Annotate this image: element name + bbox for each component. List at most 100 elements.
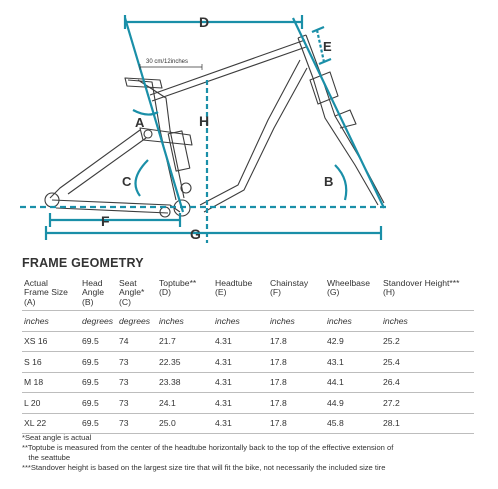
dim-b-arc xyxy=(334,164,348,201)
footnote-standover: ***Standover height is based on the larg… xyxy=(22,463,386,472)
column-header: Toptube**(D) xyxy=(157,275,213,311)
dim-c-arc xyxy=(134,159,149,197)
column-header: Chainstay(F) xyxy=(268,275,325,311)
table-cell: 4.31 xyxy=(213,330,268,352)
table-cell: 69.5 xyxy=(80,371,117,393)
table-cell: 73 xyxy=(117,351,157,373)
unit-cell: inches xyxy=(268,310,325,332)
column-header-line: (G) xyxy=(327,287,340,298)
table-cell: XL 22 xyxy=(22,412,80,435)
column-header-line: (D) xyxy=(159,287,171,298)
table-cell: 69.5 xyxy=(80,392,117,414)
table-cell: 21.7 xyxy=(157,330,213,352)
table-cell: XS 16 xyxy=(22,330,80,352)
table-cell: 4.31 xyxy=(213,392,268,414)
dim-label-a: A xyxy=(135,115,145,130)
dim-label-f: F xyxy=(101,213,110,229)
column-header-line: (C) xyxy=(119,296,131,307)
table-cell: 17.8 xyxy=(268,351,325,373)
top-tube xyxy=(149,39,307,102)
fork-lower xyxy=(334,109,357,129)
seat-tube-axis xyxy=(123,17,185,213)
seatstay xyxy=(49,129,147,199)
shock-link xyxy=(139,127,193,146)
column-header-line: (A) xyxy=(24,296,36,307)
table-cell: 73 xyxy=(117,412,157,435)
column-header-line: Toptube** xyxy=(159,278,197,288)
column-header-line: Angle* xyxy=(119,287,145,298)
table-cell: 69.5 xyxy=(80,412,117,435)
footnotes: *Seat angle is actual **Toptube is measu… xyxy=(22,433,482,473)
table-cell: 17.8 xyxy=(268,371,325,393)
chainstay xyxy=(51,199,181,214)
down-tube xyxy=(199,59,308,213)
column-header-line: (B) xyxy=(82,296,94,307)
table-cell: 45.8 xyxy=(325,412,381,435)
table-cell: S 16 xyxy=(22,351,80,373)
footnote-toptube-cont: the seattube xyxy=(22,453,71,462)
table-cell: 44.1 xyxy=(325,371,381,393)
column-header-line: (F) xyxy=(270,287,281,298)
main-pivot xyxy=(159,206,171,218)
table-cell: 24.1 xyxy=(157,392,213,414)
toptube-reference xyxy=(139,64,203,70)
column-header-line: Actual xyxy=(24,278,48,288)
toptube-note: 30 cm/12inches xyxy=(146,59,188,65)
table-cell: 28.1 xyxy=(381,412,474,435)
column-header-line: Headtube xyxy=(215,278,253,288)
table-cell: 43.1 xyxy=(325,351,381,373)
unit-cell: inches xyxy=(22,310,80,332)
table-cell: 17.8 xyxy=(268,330,325,352)
dim-label-c: C xyxy=(122,174,132,189)
table-cell: 26.4 xyxy=(381,371,474,393)
column-header: Wheelbase(G) xyxy=(325,275,381,311)
table-cell: M 18 xyxy=(22,371,80,393)
table-cell: 4.31 xyxy=(213,371,268,393)
table-cell: 42.9 xyxy=(325,330,381,352)
unit-cell: inches xyxy=(213,310,268,332)
seat-post-top xyxy=(124,77,163,89)
frame-geometry-diagram: 30 cm/12inches D E A H C B F G xyxy=(20,14,390,243)
table-cell: 17.8 xyxy=(268,412,325,435)
table-cell: 73 xyxy=(117,392,157,414)
unit-cell: degrees xyxy=(117,310,157,332)
table-cell: 74 xyxy=(117,330,157,352)
table-cell: L 20 xyxy=(22,392,80,414)
dimension-lines xyxy=(20,15,390,243)
table-cell: 23.38 xyxy=(157,371,213,393)
dim-e-tick-top xyxy=(311,25,325,34)
column-header-line: (H) xyxy=(383,287,395,298)
table-cell: 17.8 xyxy=(268,392,325,414)
fork-crown xyxy=(309,71,339,105)
table-cell: 4.31 xyxy=(213,351,268,373)
column-header: Standover Height***(H) xyxy=(381,275,474,311)
column-header-line: Wheelbase xyxy=(327,278,370,288)
table-cell: 25.4 xyxy=(381,351,474,373)
dim-label-d: D xyxy=(199,14,209,30)
table-cell: 44.9 xyxy=(325,392,381,414)
footnote-toptube: **Toptube is measured from the center of… xyxy=(22,443,394,452)
column-header-line: Standover Height*** xyxy=(383,278,460,288)
unit-cell: inches xyxy=(157,310,213,332)
geometry-title: FRAME GEOMETRY xyxy=(22,256,144,270)
shock-mount-bottom xyxy=(180,182,192,194)
table-cell: 22.35 xyxy=(157,351,213,373)
column-header-line: (E) xyxy=(215,287,227,298)
table-cell: 69.5 xyxy=(80,351,117,373)
column-header: Headtube(E) xyxy=(213,275,268,311)
table-cell: 25.0 xyxy=(157,412,213,435)
column-header-line: Angle xyxy=(82,287,104,298)
dim-label-e: E xyxy=(323,39,332,54)
dim-label-b: B xyxy=(324,174,333,189)
